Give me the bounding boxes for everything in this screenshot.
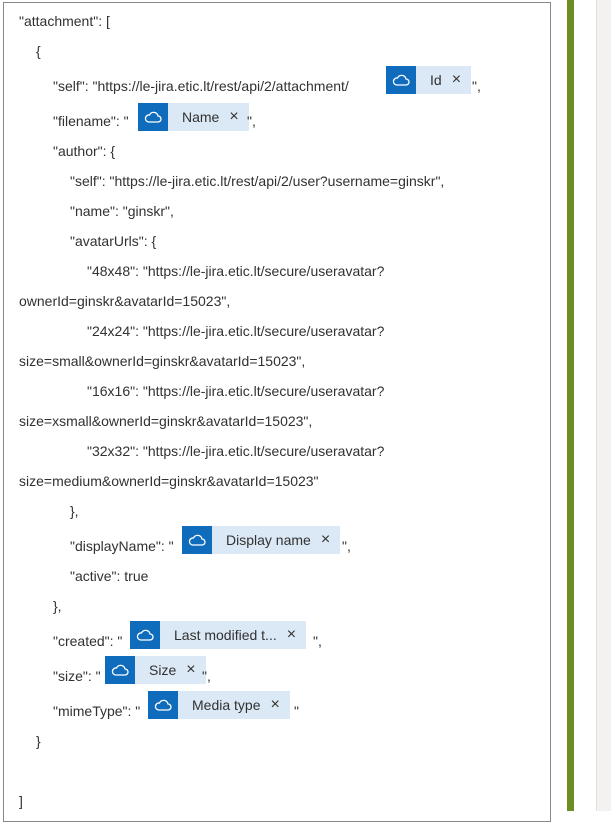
code-line: "avatarUrls": { [70,233,157,249]
remove-token-button[interactable]: × [286,626,297,643]
dynamic-content-token-display-name[interactable]: Display name × [182,526,341,554]
code-line: ownerId=ginskr&avatarId=15023", [19,293,231,309]
code-line: }, [70,503,79,519]
code-line: size=medium&ownerId=ginskr&avatarId=1502… [19,473,319,489]
code-line: { [36,43,41,59]
code-line: ", [247,113,256,129]
token-label: Id [430,72,442,88]
code-line: "self": "https://le-jira.etic.lt/rest/ap… [53,78,349,94]
remove-token-button[interactable]: × [229,108,239,125]
code-line: ] [19,793,23,809]
token-label: Size [149,662,177,678]
code-line: ", [472,78,481,94]
code-line: "author": { [53,143,116,159]
onedrive-cloud-icon [130,621,160,649]
onedrive-cloud-icon [182,526,212,554]
code-line: size=xsmall&ownerId=ginskr&avatarId=1502… [19,413,313,429]
panel-accent-rail [567,0,574,811]
code-line: "mimeType": " [53,703,141,719]
onedrive-cloud-icon [105,656,135,684]
vertical-scrollbar[interactable] [596,0,611,811]
code-line: "self": "https://le-jira.etic.lt/rest/ap… [70,173,445,189]
code-line: ", [342,538,351,554]
code-line: "displayName": " [70,538,174,554]
code-line: " [294,703,299,719]
onedrive-cloud-icon [138,103,168,131]
code-line: "16x16": "https://le-jira.etic.lt/secure… [87,383,385,399]
code-line: "filename": " [53,113,129,129]
code-line: "active": true [70,568,149,584]
code-line: "size": " [53,668,101,684]
remove-token-button[interactable]: × [186,661,196,678]
token-label: Last modified t... [174,627,277,643]
json-body-editor[interactable]: "attachment": [ { "self": "https://le-ji… [3,2,551,822]
dynamic-content-token-name[interactable]: Name × [138,103,249,131]
code-line: } [36,733,41,749]
code-line: size=small&ownerId=ginskr&avatarId=15023… [19,353,306,369]
remove-token-button[interactable]: × [451,71,462,88]
code-line: "48x48": "https://le-jira.etic.lt/secure… [87,263,385,279]
dynamic-content-token-last-modified[interactable]: Last modified t... × [130,621,307,649]
onedrive-cloud-icon [386,66,416,94]
onedrive-cloud-icon [148,691,178,719]
token-label: Name [182,109,220,125]
code-line: ", [202,668,211,684]
dynamic-content-token-media-type[interactable]: Media type × [148,691,290,719]
code-line: "24x24": "https://le-jira.etic.lt/secure… [87,323,385,339]
token-label: Display name [226,532,311,548]
remove-token-button[interactable]: × [270,696,280,713]
dynamic-content-token-id[interactable]: Id × [386,66,472,94]
code-line: }, [53,598,62,614]
remove-token-button[interactable]: × [320,531,331,548]
code-line: ", [313,633,322,649]
code-line: "name": "ginskr", [70,203,174,219]
token-label: Media type [192,697,261,713]
dynamic-content-token-size[interactable]: Size × [105,656,206,684]
code-line: "created": " [53,633,123,649]
code-line: "attachment": [ [19,13,110,29]
panel-gutter [574,0,596,811]
code-line: "32x32": "https://le-jira.etic.lt/secure… [87,443,385,459]
